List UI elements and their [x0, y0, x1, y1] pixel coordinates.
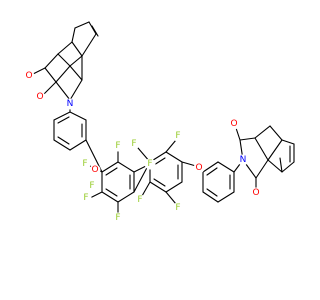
bond — [281, 139, 295, 145]
bond — [53, 139, 71, 151]
svg-text:F: F — [82, 159, 87, 169]
atom-label: F — [172, 130, 184, 142]
svg-text:F: F — [89, 181, 94, 191]
bond — [206, 188, 218, 197]
bond — [71, 27, 76, 43]
svg-text:F: F — [83, 193, 88, 203]
atom-label: F — [128, 138, 140, 150]
bond — [44, 67, 57, 83]
bond — [69, 111, 87, 121]
bond — [53, 111, 71, 121]
bond — [91, 25, 99, 37]
atom-label: F — [80, 192, 92, 204]
atom-label: F — [134, 194, 146, 206]
svg-text:O: O — [36, 92, 43, 102]
bond — [101, 161, 119, 173]
bond — [217, 161, 235, 173]
bond — [281, 161, 295, 173]
atom-label: N — [237, 154, 249, 166]
atom-label: F — [86, 180, 98, 192]
bond — [255, 159, 269, 179]
atom-label: O — [193, 162, 205, 174]
bond — [44, 53, 59, 69]
bond — [105, 188, 118, 197]
bond — [133, 165, 147, 173]
bond — [69, 139, 87, 151]
bond — [81, 33, 97, 57]
svg-text:O: O — [195, 163, 202, 173]
atom-label: F — [144, 158, 156, 170]
bond — [165, 181, 183, 193]
bond — [165, 139, 177, 153]
svg-text:N: N — [240, 155, 247, 165]
bond — [88, 21, 97, 35]
bond — [89, 191, 103, 199]
bond — [105, 167, 118, 176]
bond — [153, 178, 166, 187]
svg-text:F: F — [175, 131, 180, 141]
atom-label: N — [64, 98, 76, 110]
bond — [74, 21, 90, 29]
atom-label: F — [79, 158, 91, 170]
bond — [202, 161, 219, 173]
structure-canvas: O O N F F F F F — [23, 21, 295, 224]
bond — [254, 137, 269, 161]
bond — [279, 157, 283, 173]
bond — [71, 41, 83, 57]
bond — [235, 127, 241, 141]
bond — [269, 125, 283, 141]
bond — [267, 139, 283, 161]
bond — [117, 191, 135, 203]
bond — [69, 79, 83, 101]
atom-label: O — [250, 187, 262, 199]
bond — [165, 191, 177, 205]
bond — [267, 159, 283, 173]
svg-text:F: F — [175, 203, 180, 213]
bond — [43, 81, 57, 95]
atom-label: O — [34, 91, 46, 103]
atom-label: O — [89, 164, 101, 176]
bond — [57, 53, 71, 67]
atom-label: F — [172, 202, 184, 214]
svg-text:O: O — [230, 119, 237, 129]
bond — [55, 81, 71, 101]
atom-label: O — [23, 70, 35, 82]
bond — [254, 125, 271, 139]
bond — [57, 136, 70, 145]
svg-text:N: N — [67, 99, 74, 109]
bond — [69, 55, 83, 67]
bond — [141, 181, 151, 197]
atom-label: O — [228, 118, 240, 130]
bond — [217, 191, 235, 203]
svg-text:O: O — [252, 188, 259, 198]
bond — [57, 41, 73, 55]
bond — [117, 161, 135, 173]
bond — [206, 167, 218, 176]
bond — [57, 116, 70, 124]
bond — [202, 191, 219, 203]
bond — [101, 191, 119, 203]
bond-layer — [32, 21, 295, 215]
svg-text:O: O — [25, 71, 32, 81]
svg-text:F: F — [131, 139, 136, 149]
bond — [153, 157, 166, 166]
atom-label: F — [112, 212, 124, 224]
svg-text:F: F — [115, 141, 120, 151]
bond — [165, 151, 183, 163]
atom-label: F — [112, 140, 124, 152]
bond — [239, 137, 256, 141]
svg-text:F: F — [137, 195, 142, 205]
bond — [55, 65, 71, 83]
bond — [32, 67, 46, 75]
svg-text:F: F — [147, 159, 152, 169]
atom-label-layer: O O N F F F F F — [23, 70, 262, 224]
bond — [149, 181, 167, 193]
molecule-structure: O O N F F F F F — [23, 21, 295, 224]
bond — [69, 65, 83, 81]
svg-text:F: F — [115, 213, 120, 223]
svg-text:O: O — [91, 165, 98, 175]
bond — [181, 161, 197, 167]
